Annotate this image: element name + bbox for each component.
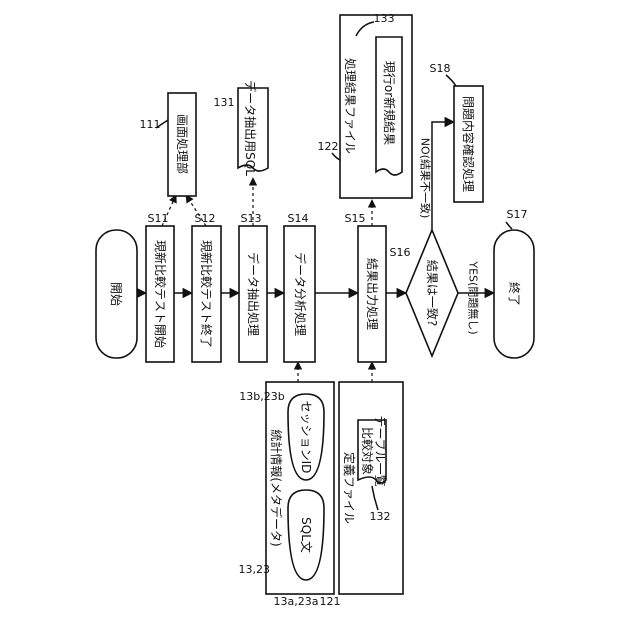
sql-stmt-label: SQL文 [299, 517, 314, 553]
start-terminal: 開始 [96, 230, 137, 358]
ref-13a: 13a,23a [274, 595, 319, 608]
s14-label: データ分析処理 [293, 252, 308, 336]
s15-label: 結果出力処理 [365, 258, 379, 330]
result-file-label: 処理結果ファイル [343, 58, 357, 154]
step-s14: データ分析処理 S14 [284, 212, 315, 362]
s18-label: 問題内容確認処理 [461, 96, 476, 192]
sql-doc-label: データ抽出用SQL [243, 80, 258, 176]
s11-label: 現新比較テスト開始 [153, 240, 168, 348]
result-file: 処理結果ファイル 122 現行or新規結果 133 [318, 12, 413, 198]
s13-label: データ抽出処理 [246, 252, 261, 336]
s15-ref: S15 [345, 212, 366, 225]
screen-processing-unit: 画面処理部 111 [140, 93, 197, 196]
ref-131: 131 [214, 96, 235, 109]
step-s18: 問題内容確認処理 S18 [430, 62, 483, 202]
ref-132: 132 [370, 510, 391, 523]
no-branch-label: NO(結果不一致) [419, 138, 433, 218]
cmp-doc-line2: テーブル一覧 [373, 415, 388, 486]
stats-label: 統計情報(メタデータ) [269, 429, 284, 546]
ref-122-leader [332, 153, 340, 160]
s16-ref: S16 [390, 246, 411, 259]
ref-122: 122 [318, 140, 339, 153]
sql-document: データ抽出用SQL 131 [214, 80, 269, 176]
arrow-s16-to-s18 [432, 122, 454, 230]
session-id-label: セッションID [299, 401, 313, 474]
yes-branch-label: YES(問題無し) [467, 260, 481, 334]
s17-leader [506, 222, 512, 229]
s11-ref: S11 [148, 212, 169, 225]
ref-13b: 13b,23b [239, 390, 284, 403]
step-s12: 現新比較テスト終了 S12 [192, 212, 221, 362]
s18-ref: S18 [430, 62, 451, 75]
ref-13-23: 13,23 [239, 563, 271, 576]
s13-ref: S13 [241, 212, 262, 225]
statistics-group: 統計情報(メタデータ) 13,23 SQL文 13a,23a セッションID 1… [239, 382, 335, 608]
step-s11: 現新比較テスト開始 S11 [146, 212, 174, 362]
ref-133: 133 [374, 12, 395, 25]
ref-121: 121 [320, 595, 341, 608]
s16-label: 結果は一致? [425, 260, 439, 326]
ref-111: 111 [140, 118, 161, 131]
step-s13: データ抽出処理 S13 [239, 212, 267, 362]
def-file-label: 定義ファイル [342, 452, 357, 524]
start-label: 開始 [109, 282, 123, 306]
s17-ref: S17 [507, 208, 528, 221]
s18-leader [446, 75, 456, 86]
cmp-doc-line1: 比較対象 [360, 427, 375, 475]
step-s15: 結果出力処理 S15 [345, 212, 386, 362]
result-doc-label: 現行or新規結果 [382, 61, 397, 145]
screen-label: 画面処理部 [175, 114, 190, 174]
s12-ref: S12 [195, 212, 216, 225]
s12-label: 現新比較テスト終了 [199, 240, 214, 348]
end-terminal: 終了 S17 [494, 208, 534, 358]
end-label: 終了 [507, 282, 522, 306]
s14-ref: S14 [288, 212, 309, 225]
